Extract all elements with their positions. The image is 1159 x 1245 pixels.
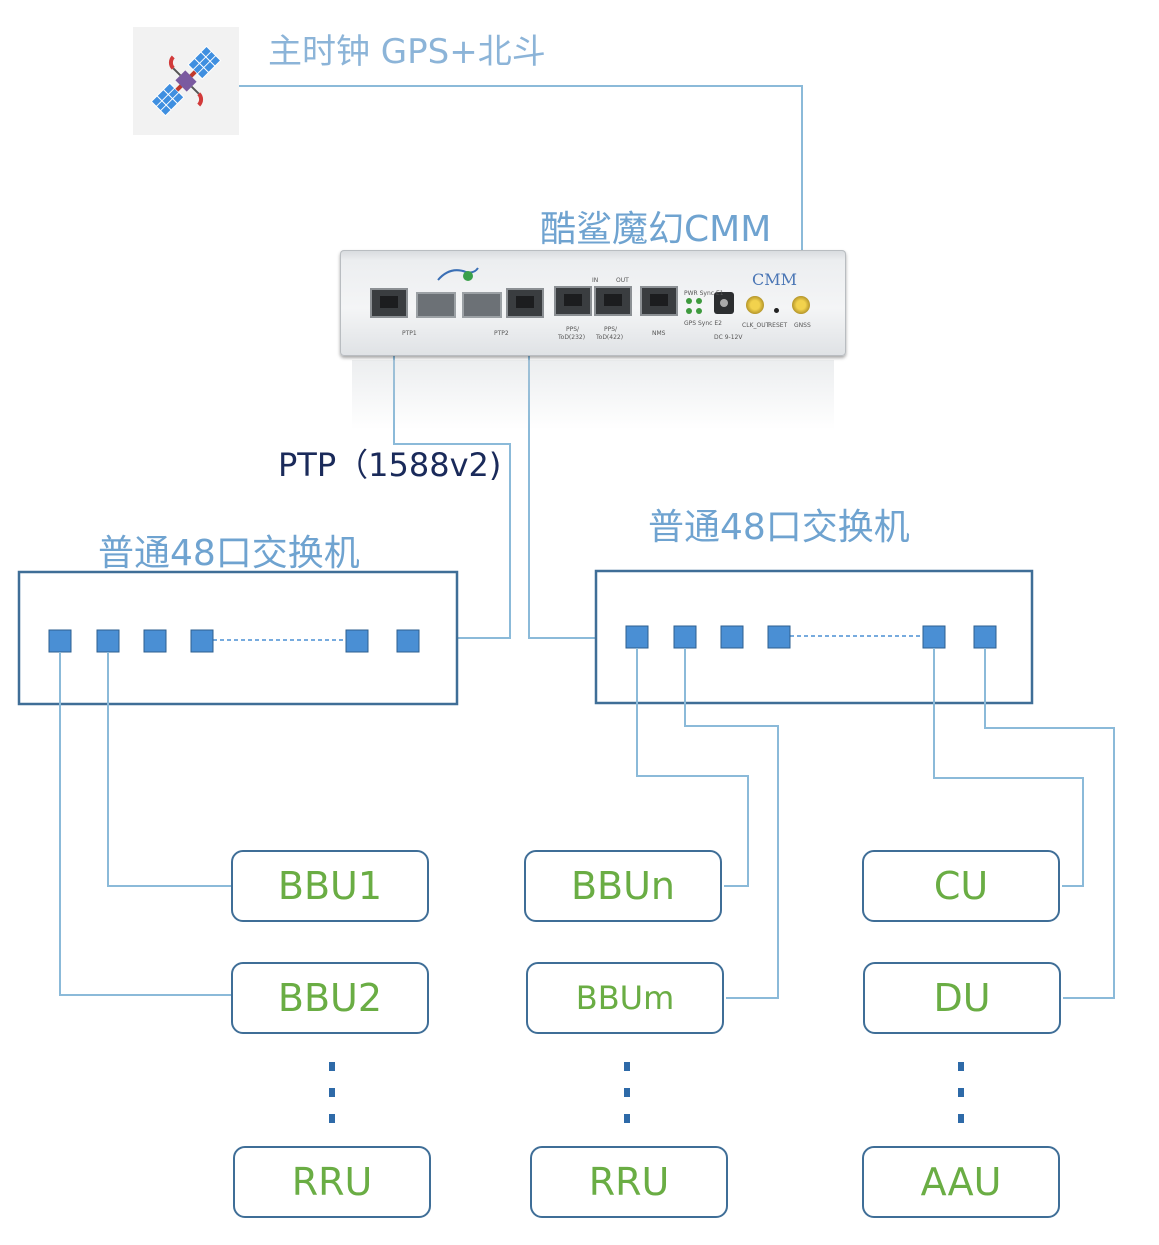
device-text-pps2: PPS/	[604, 326, 618, 333]
device-text-ptp1: PTP1	[402, 330, 417, 337]
switch-left-port-1	[48, 629, 72, 653]
device-led-4	[696, 308, 702, 314]
device-text-reset: RESET	[768, 322, 788, 329]
device-port-ptp2-rj45	[506, 288, 544, 318]
switch-left-label: 普通48口交换机	[98, 533, 360, 574]
master-clock-label: 主时钟 GPS+北斗	[268, 32, 546, 72]
device-dc-jack	[714, 292, 734, 314]
node-bbu2: BBU2	[231, 962, 429, 1034]
wire-ptp2-to-right-switch	[528, 300, 596, 639]
wire-gps-to-cmm	[238, 85, 803, 300]
wire-right-port1-to-bbun	[636, 648, 749, 887]
device-text-tod422: ToD(422)	[596, 334, 624, 341]
device-port-ptp1-rj45	[370, 288, 408, 318]
device-text-out: OUT	[616, 277, 629, 284]
device-port-ptp2-sfp	[462, 292, 502, 318]
device-port-tod422	[594, 286, 632, 316]
node-bbu1: BBU1	[231, 850, 429, 922]
wire-right-port2-to-bbum	[684, 648, 779, 999]
node-bbum: BBUm	[526, 962, 724, 1034]
device-logo-icon	[437, 267, 479, 281]
device-text-gps: GPS Sync E2	[684, 320, 722, 327]
switch-left-port-48	[396, 629, 420, 653]
node-rru-left: RRU	[233, 1146, 431, 1218]
node-right-ellipsis	[958, 1062, 964, 1140]
node-aau: AAU	[862, 1146, 1060, 1218]
satellite-icon	[133, 27, 239, 135]
device-text-dc: DC 9-12V	[714, 334, 743, 341]
wire-right-port48-to-du	[984, 648, 1115, 999]
device-reflection	[352, 360, 834, 430]
switch-right-port-2	[673, 625, 697, 649]
device-led-1	[686, 298, 692, 304]
device-text-nms: NMS	[652, 330, 666, 337]
switch-left-port-3	[143, 629, 167, 653]
switch-left-box	[17, 570, 459, 706]
device-text-clkout: CLK_OUT	[742, 322, 770, 329]
cmm-device-label: 酷鲨魔幻CMM	[540, 209, 772, 250]
device-text-in: IN	[592, 277, 599, 284]
switch-right-box	[594, 569, 1034, 705]
wire-right-port47-to-cu	[933, 648, 1084, 887]
device-led-3	[686, 308, 692, 314]
node-mid-ellipsis	[624, 1062, 630, 1140]
device-clk-out-connector	[746, 296, 764, 314]
device-text-pps1: PPS/	[566, 326, 580, 333]
switch-right-port-3	[720, 625, 744, 649]
switch-right-label: 普通48口交换机	[648, 507, 910, 548]
switch-left-port-4	[190, 629, 214, 653]
device-port-nms	[640, 286, 678, 316]
switch-left-port-2	[96, 629, 120, 653]
device-reset-button	[774, 308, 779, 313]
switch-right-port-47	[922, 625, 946, 649]
node-du: DU	[863, 962, 1061, 1034]
device-text-tod232: ToD(232)	[558, 334, 586, 341]
device-port-ptp1-sfp	[416, 292, 456, 318]
switch-right-port-4	[767, 625, 791, 649]
cmm-device: CMM PTP1 PTP2 PPS/ ToD(232) PPS/ ToD(422…	[340, 250, 846, 356]
device-text-pwr: PWR Sync E1	[684, 290, 724, 297]
wire-ptp1-to-left-switch	[393, 300, 511, 639]
device-text-gnss: GNSS	[794, 322, 811, 329]
device-gnss-connector	[792, 296, 810, 314]
node-cu: CU	[862, 850, 1060, 922]
wire-left-port1-to-bbu2	[59, 652, 231, 996]
node-bbun: BBUn	[524, 850, 722, 922]
node-rru-mid: RRU	[530, 1146, 728, 1218]
switch-right-port-48	[973, 625, 997, 649]
ptp-protocol-label: PTP（1588v2)	[278, 446, 502, 484]
device-led-2	[696, 298, 702, 304]
wire-left-port2-to-bbu1	[107, 652, 231, 887]
device-brand-text: CMM	[752, 270, 798, 289]
device-port-tod232	[554, 286, 592, 316]
switch-left-port-47	[345, 629, 369, 653]
node-left-ellipsis	[329, 1062, 335, 1140]
switch-right-port-1	[625, 625, 649, 649]
device-text-ptp2: PTP2	[494, 330, 509, 337]
